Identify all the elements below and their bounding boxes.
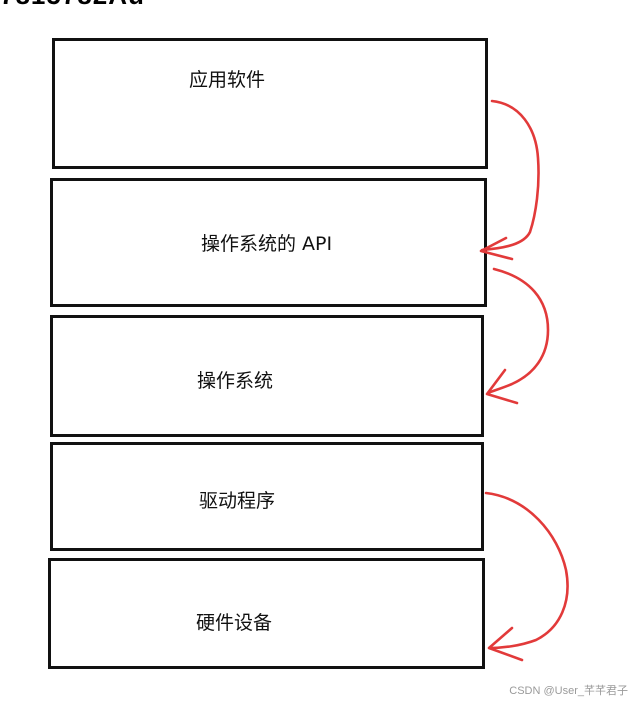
watermark-text: CSDN @User_芊芊君子 <box>509 685 628 697</box>
layer-label-hardware-device: 硬件设备 <box>196 612 273 634</box>
arrow-api-to-os <box>486 267 550 395</box>
layer-label-driver: 驱动程序 <box>199 490 276 512</box>
layer-box-driver: 驱动程序 <box>50 442 484 551</box>
layer-label-operating-system: 操作系统 <box>197 370 274 392</box>
layer-label-os-api: 操作系统的 API <box>201 233 333 255</box>
layer-label-application-software: 应用软件 <box>189 69 266 91</box>
arrow-driver-to-hw <box>484 491 569 650</box>
layer-box-application-software: 应用软件 <box>52 38 488 169</box>
arrow-app-to-api <box>480 99 540 252</box>
cropped-header-text: 7815782Au <box>0 0 145 11</box>
layer-box-hardware-device: 硬件设备 <box>48 558 485 669</box>
arrowhead-driver-to-hw <box>487 626 524 662</box>
layer-box-operating-system: 操作系统 <box>50 315 484 437</box>
layer-box-os-api: 操作系统的 API <box>50 178 487 307</box>
arrowhead-api-to-os <box>485 368 519 405</box>
